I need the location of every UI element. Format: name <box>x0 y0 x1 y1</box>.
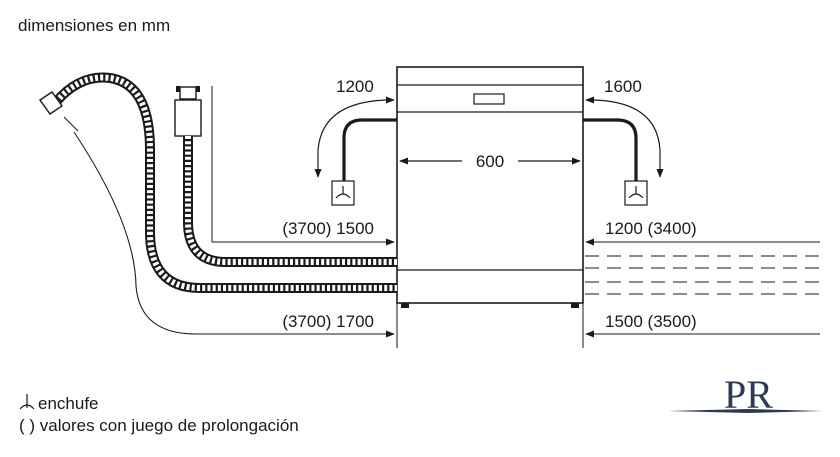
inlet-length-label: (3700) 1500 <box>282 219 374 238</box>
left-clearance-label: 1200 <box>336 77 374 96</box>
dishwasher-body <box>396 66 584 308</box>
right-hose-placeholders <box>585 255 820 295</box>
right-clearance-dimension: 1600 <box>585 77 664 178</box>
socket-left-icon <box>331 180 355 206</box>
socket-right-icon <box>624 180 648 206</box>
left-clearance-dimension: 1200 <box>314 77 395 178</box>
drain-length-label: (3700) 1700 <box>282 312 374 331</box>
width-label: 600 <box>476 152 504 171</box>
foot-right <box>571 303 579 308</box>
drain-length-line <box>73 131 395 338</box>
legend: enchufe ( ) valores con juego de prolong… <box>19 394 299 435</box>
legend-parentheses-label: ( ) valores con juego de prolongación <box>19 416 299 435</box>
foot-left <box>401 303 409 308</box>
right-hose-dimensions: 1200 (3400) 1500 (3500) <box>585 219 820 338</box>
right-lower-label: 1500 (3500) <box>605 312 697 331</box>
extension-lines <box>211 86 584 348</box>
left-hose-dimensions: (3700) 1500 (3700) 1700 <box>212 219 395 331</box>
drain-hose <box>39 72 397 293</box>
legend-socket-label: enchufe <box>38 394 99 413</box>
power-cables <box>342 118 638 181</box>
width-dimension: 600 <box>399 152 581 171</box>
right-upper-label: 1200 (3400) <box>605 219 697 238</box>
inlet-hose <box>174 86 397 267</box>
pr-logo: PR <box>668 372 822 417</box>
inlet-valve-icon <box>174 99 202 137</box>
diagram-title: dimensiones en mm <box>18 16 170 35</box>
drain-hose-end-icon <box>39 91 63 115</box>
right-clearance-label: 1600 <box>604 77 642 96</box>
control-panel-display <box>473 93 505 105</box>
legend-socket-icon <box>19 394 35 410</box>
